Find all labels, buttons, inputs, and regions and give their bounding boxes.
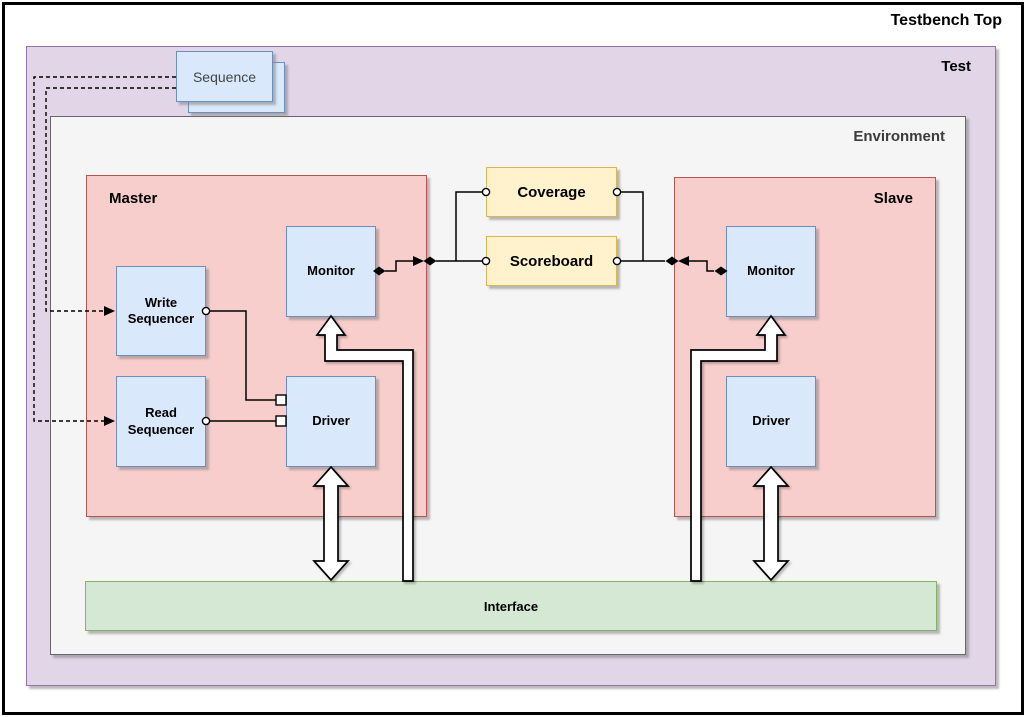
master-driver-label: Driver (312, 413, 350, 429)
interface-label: Interface (483, 598, 539, 614)
read-sequencer-node: Read Sequencer (116, 376, 206, 467)
master-label: Master (109, 190, 158, 207)
write-sequencer-node: Write Sequencer (116, 266, 206, 356)
environment-label: Environment (853, 128, 945, 145)
slave-monitor-node: Monitor (726, 226, 816, 317)
master-monitor-label: Monitor (307, 263, 355, 279)
coverage-node: Coverage (486, 167, 617, 217)
master-driver-node: Driver (286, 376, 376, 467)
scoreboard-label: Scoreboard (509, 252, 594, 270)
master-monitor-node: Monitor (286, 226, 376, 317)
coverage-label: Coverage (517, 183, 586, 201)
write-sequencer-label: Write Sequencer (127, 294, 195, 326)
diagram-title: Testbench Top (890, 12, 1002, 29)
slave-label: Slave (873, 190, 913, 207)
interface-node: Interface (85, 581, 937, 631)
sequence-node: Sequence (176, 51, 273, 102)
read-sequencer-label: Read Sequencer (127, 405, 195, 437)
slave-driver-node: Driver (726, 376, 816, 467)
slave-driver-label: Driver (752, 413, 790, 429)
test-label: Test (941, 58, 971, 75)
scoreboard-node: Scoreboard (486, 236, 617, 286)
slave-monitor-label: Monitor (747, 263, 795, 279)
sequence-label: Sequence (192, 68, 257, 85)
